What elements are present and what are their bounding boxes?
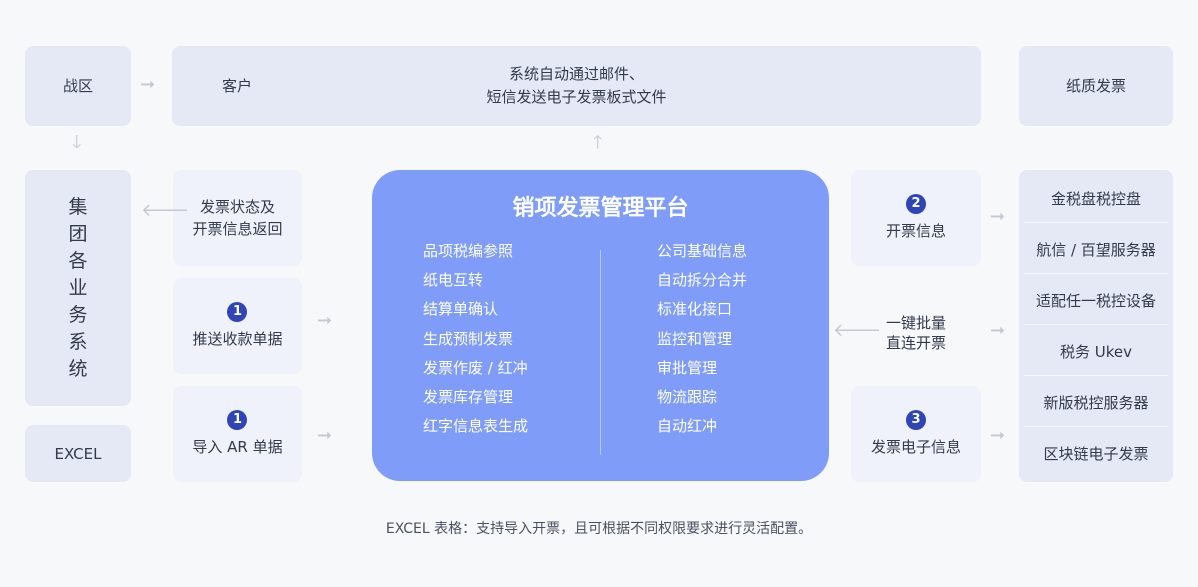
platform-divider [600, 250, 601, 455]
status-return-box: 发票状态及 开票信息返回 [173, 170, 302, 266]
excel-box: EXCEL [25, 425, 131, 482]
group-system-label: 集团各业务系统 [68, 195, 88, 380]
arrow-left-icon: 🡐 [833, 320, 882, 341]
feature-item: 标准化接口 [657, 300, 733, 319]
feature-item: 生成预制发票 [423, 329, 514, 348]
tax-device-panel: 金税盘税控盘 航信 / 百望服务器 适配任一税控设备 税务 Ukev 新版税控服… [1019, 170, 1173, 482]
arrow-right-icon: ➞ [317, 310, 333, 331]
arrow-right-icon: ➞ [317, 425, 333, 446]
import-ar-box: 1 导入 AR 单据 [173, 386, 302, 482]
war-zone-label: 战区 [62, 77, 93, 95]
right-feature-list: 公司基础信息 自动拆分合并 标准化接口 监控和管理 审批管理 物流跟踪 自动红冲 [657, 241, 747, 445]
e-invoice-info-box: 3 发票电子信息 [851, 386, 981, 482]
arrow-up-icon: 🡑 [593, 132, 603, 153]
feature-item: 审批管理 [657, 358, 718, 377]
feature-item: 自动红冲 [657, 417, 718, 436]
feature-item: 结算单确认 [423, 300, 499, 319]
one-click-label: 一键批量 直连开票 [851, 313, 981, 353]
tax-device-item: 航信 / 百望服务器 [1024, 225, 1168, 274]
tax-device-item: 税务 Ukev [1024, 327, 1168, 376]
arrow-right-icon: ➞ [140, 74, 156, 95]
feature-item: 自动拆分合并 [657, 271, 748, 290]
one-click-line-2: 直连开票 [885, 334, 946, 352]
footnote: EXCEL 表格：支持导入开票，且可根据不同权限要求进行灵活配置。 [385, 521, 813, 537]
platform-panel: 销项发票管理平台 品项税编参照 纸电互转 结算单确认 生成预制发票 发票作废 /… [372, 170, 829, 481]
group-system-box: 集团各业务系统 [25, 170, 131, 406]
feature-item: 发票库存管理 [423, 387, 514, 406]
left-feature-list: 品项税编参照 纸电互转 结算单确认 生成预制发票 发票作废 / 红冲 发票库存管… [423, 241, 528, 445]
status-return-line-2: 开票信息返回 [192, 220, 283, 238]
arrow-right-icon: ➞ [990, 206, 1006, 227]
arrow-right-icon: ➞ [990, 320, 1006, 341]
tax-device-item: 区块链电子发票 [1043, 444, 1149, 463]
feature-item: 物流跟踪 [657, 387, 718, 406]
auto-send-line-2: 短信发送电子发票板式文件 [486, 88, 667, 106]
feature-item: 公司基础信息 [657, 242, 748, 260]
paper-invoice-box: 纸质发票 [1019, 46, 1173, 126]
tax-device-item: 新版税控服务器 [1024, 378, 1168, 427]
step-3-badge: 3 [905, 410, 926, 430]
push-receipt-label: 推送收款单据 [192, 330, 283, 348]
arrow-left-icon: 🡐 [141, 200, 190, 221]
feature-item: 品项税编参照 [423, 242, 514, 260]
feature-item: 监控和管理 [657, 329, 733, 348]
push-receipt-box: 1 推送收款单据 [173, 278, 302, 374]
arrow-right-icon: ➞ [990, 425, 1006, 446]
billing-info-label: 开票信息 [885, 222, 946, 240]
tax-device-item: 适配任一税控设备 [1024, 276, 1168, 325]
tax-device-item: 金税盘税控盘 [1024, 174, 1168, 223]
import-ar-label: 导入 AR 单据 [192, 438, 283, 456]
e-invoice-info-label: 发票电子信息 [870, 438, 961, 456]
step-1-badge: 1 [227, 302, 248, 322]
platform-title: 销项发票管理平台 [512, 196, 689, 221]
arrow-down-icon: 🡓 [72, 132, 82, 153]
feature-item: 发票作废 / 红冲 [423, 358, 528, 377]
war-zone-box: 战区 [25, 46, 131, 126]
customer-box: 客户 系统自动通过邮件、 短信发送电子发票板式文件 [172, 46, 981, 126]
feature-item: 纸电互转 [423, 271, 484, 290]
customer-label: 客户 [222, 77, 253, 95]
excel-label: EXCEL [54, 444, 102, 463]
status-return-line-1: 发票状态及 [199, 198, 275, 216]
one-click-line-1: 一键批量 [885, 314, 946, 332]
paper-invoice-label: 纸质发票 [1065, 77, 1126, 95]
step-1-badge-ar: 1 [227, 410, 248, 430]
auto-send-line-1: 系统自动通过邮件、 [508, 65, 644, 83]
feature-item: 红字信息表生成 [423, 417, 529, 436]
step-2-badge: 2 [905, 194, 926, 214]
billing-info-box: 2 开票信息 [851, 170, 981, 266]
